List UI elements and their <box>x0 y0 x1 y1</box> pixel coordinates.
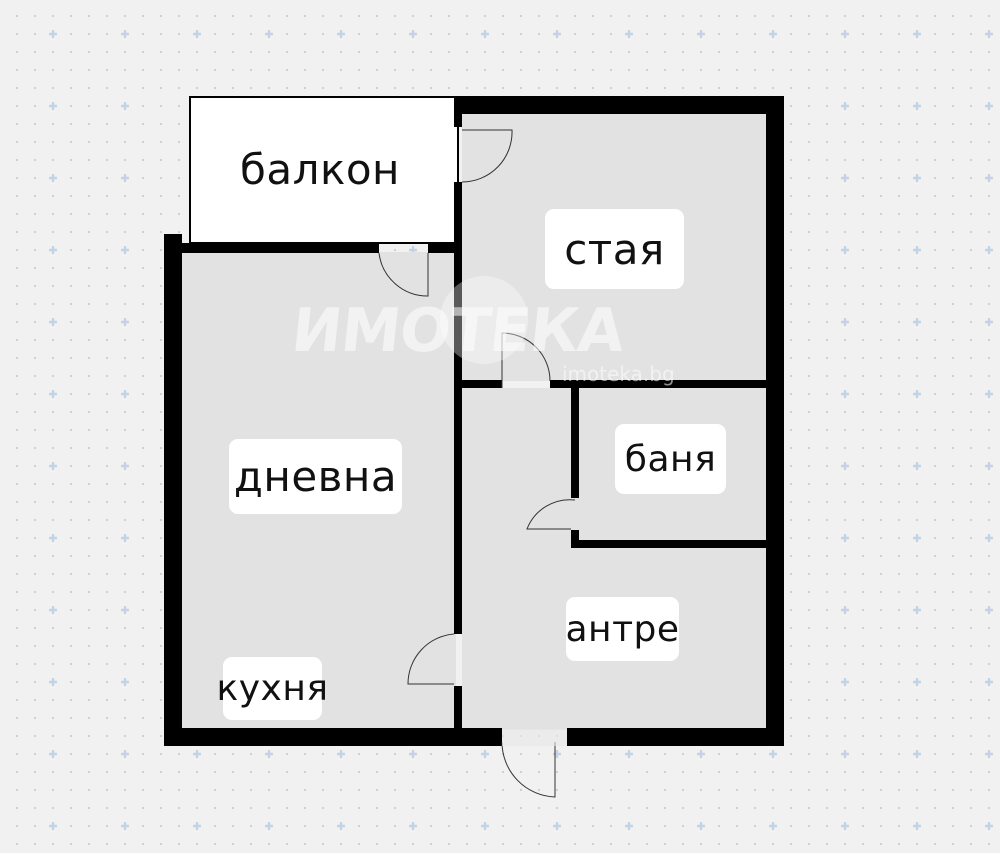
watermark-brand: ИМОТЕКА <box>288 296 628 366</box>
entrance-gap <box>502 729 567 746</box>
room-label-banya: баня <box>615 424 726 494</box>
room-label-antre: антре <box>565 597 679 661</box>
door-corridor-kitchen <box>407 633 455 685</box>
watermark-url: imoteka.bg <box>562 362 675 386</box>
door-balcony-staya <box>461 129 513 183</box>
door-balcony-dnevna <box>378 252 429 297</box>
room-label-staya: стая <box>545 209 684 289</box>
room-label-dnevna: дневна <box>229 439 402 514</box>
watermark-logo-icon <box>440 276 528 364</box>
walls <box>164 96 784 746</box>
doors <box>378 129 576 798</box>
balcony-area <box>189 96 459 244</box>
door-entrance <box>501 741 556 798</box>
door-corridor-staya <box>501 332 551 388</box>
room-label-balkon: балкон <box>240 134 400 204</box>
door-corridor-bath <box>526 499 576 530</box>
room-label-kuhnya: кухня <box>216 657 328 720</box>
